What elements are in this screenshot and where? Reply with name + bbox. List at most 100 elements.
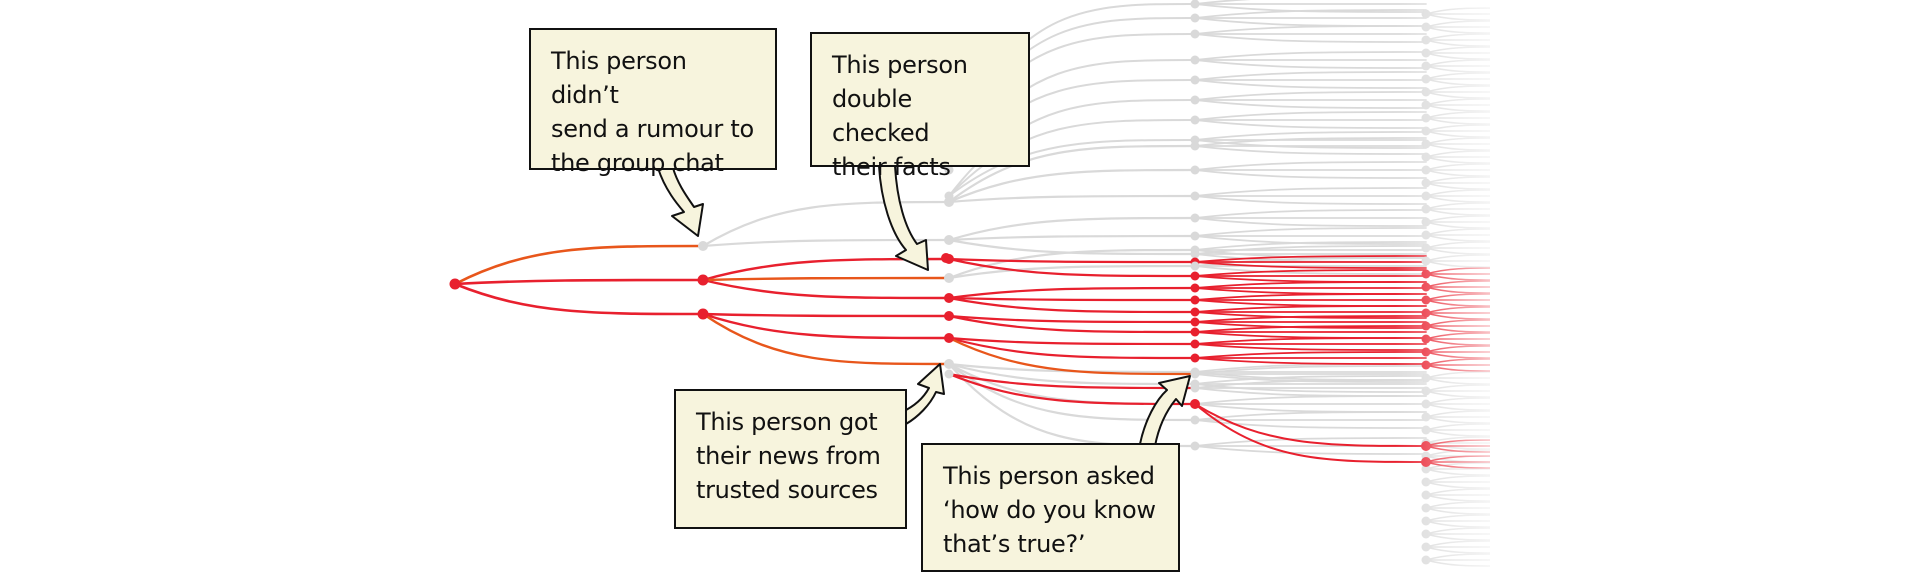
branch-spread xyxy=(947,336,1197,360)
branch-faded xyxy=(1425,143,1501,151)
node-spread xyxy=(1421,269,1431,279)
branch-spread xyxy=(701,312,951,318)
branch-faded xyxy=(947,234,1197,242)
node-faded xyxy=(1421,243,1431,253)
branch-faded xyxy=(1194,245,1427,255)
node-faded xyxy=(1421,412,1431,422)
node-faded xyxy=(1190,191,1200,201)
callout-trusted: This person got their news from trusted … xyxy=(674,389,907,529)
node-spread xyxy=(1190,353,1200,363)
branch-faded xyxy=(1425,254,1501,262)
branch-faded xyxy=(1425,85,1501,93)
branch-faded xyxy=(1425,7,1501,15)
node-faded xyxy=(1190,135,1200,145)
branch-spread xyxy=(1425,332,1501,340)
node-faded xyxy=(944,273,954,283)
branch-faded xyxy=(1194,241,1427,251)
branch-faded xyxy=(1194,445,1427,455)
branch-faded xyxy=(1425,488,1501,496)
branch-spread xyxy=(1425,286,1501,294)
branch-spread xyxy=(1425,319,1501,327)
node-faded xyxy=(1421,191,1431,201)
branch-faded xyxy=(947,362,1197,386)
branch-faded xyxy=(1194,169,1427,179)
branch-faded xyxy=(1194,379,1427,389)
node-spread xyxy=(1190,339,1200,349)
branch-faded xyxy=(1425,559,1501,567)
node-faded xyxy=(1190,383,1200,393)
branch-faded xyxy=(1425,163,1501,171)
branch-faded xyxy=(1194,51,1427,61)
branch-spread xyxy=(947,296,1197,302)
branch-faded xyxy=(1425,202,1501,210)
branch-spread xyxy=(1425,273,1501,281)
node-faded xyxy=(1421,477,1431,487)
node-spread xyxy=(1421,321,1431,331)
node-spread xyxy=(1421,295,1431,305)
branch-faded xyxy=(1425,215,1501,223)
node-faded xyxy=(1421,490,1431,500)
node-faded xyxy=(1190,0,1200,9)
branch-faded xyxy=(947,362,1197,374)
node-spread xyxy=(1190,271,1200,281)
node-faded xyxy=(944,359,954,369)
branch-faded xyxy=(1425,130,1501,138)
node-faded xyxy=(944,235,954,245)
blocked-branches xyxy=(453,244,1197,376)
branch-spread xyxy=(1194,281,1427,289)
branch-blocked xyxy=(453,244,705,286)
branch-faded xyxy=(1425,377,1501,385)
node-faded xyxy=(944,165,954,175)
branch-faded xyxy=(1194,403,1427,413)
node-faded xyxy=(1421,217,1431,227)
node-spread xyxy=(1421,282,1431,292)
branch-spread xyxy=(1425,325,1501,333)
node-faded xyxy=(1421,529,1431,539)
branch-spread xyxy=(1425,293,1501,301)
node-faded xyxy=(1421,61,1431,71)
branch-faded xyxy=(947,238,1197,256)
node-spread xyxy=(1421,347,1431,357)
branch-spread xyxy=(1194,293,1427,301)
branch-faded xyxy=(1194,131,1427,141)
branch-faded xyxy=(1425,26,1501,34)
node-spread xyxy=(1190,327,1200,337)
branch-faded xyxy=(701,200,951,248)
node-faded xyxy=(1190,95,1200,105)
callout-double-check: This person double checked their facts xyxy=(810,32,1030,181)
branch-faded xyxy=(1425,117,1501,125)
branch-spread xyxy=(1194,403,1427,463)
branch-faded xyxy=(1194,25,1427,35)
branch-blocked xyxy=(701,312,951,366)
branch-faded xyxy=(1425,533,1501,541)
branch-faded xyxy=(1425,78,1501,86)
branch-spread xyxy=(1425,280,1501,288)
node-spread xyxy=(1421,457,1431,467)
node-faded xyxy=(1190,75,1200,85)
node-faded xyxy=(1421,516,1431,526)
branch-faded xyxy=(947,144,1197,204)
branch-faded xyxy=(948,119,1196,197)
branch-faded xyxy=(1425,397,1501,405)
node-spread xyxy=(1190,399,1200,409)
branch-spread xyxy=(1425,299,1501,307)
arrow-double-check xyxy=(878,165,929,271)
branch-spread xyxy=(947,257,1197,278)
branch-faded xyxy=(1425,423,1501,431)
node-faded xyxy=(1421,204,1431,214)
branch-faded xyxy=(1194,161,1427,171)
node-faded xyxy=(1421,373,1431,383)
node-faded xyxy=(1190,165,1200,175)
branch-spread xyxy=(947,314,1197,324)
branch-faded xyxy=(1425,507,1501,515)
branch-faded xyxy=(1425,403,1501,411)
node-faded xyxy=(1421,113,1431,123)
node-faded xyxy=(944,191,954,201)
branch-faded xyxy=(1194,71,1427,81)
branch-spread xyxy=(1425,338,1501,346)
branch-faded xyxy=(1425,540,1501,548)
branch-faded xyxy=(1425,410,1501,418)
branch-faded xyxy=(1425,124,1501,132)
branch-faded xyxy=(1425,371,1501,379)
